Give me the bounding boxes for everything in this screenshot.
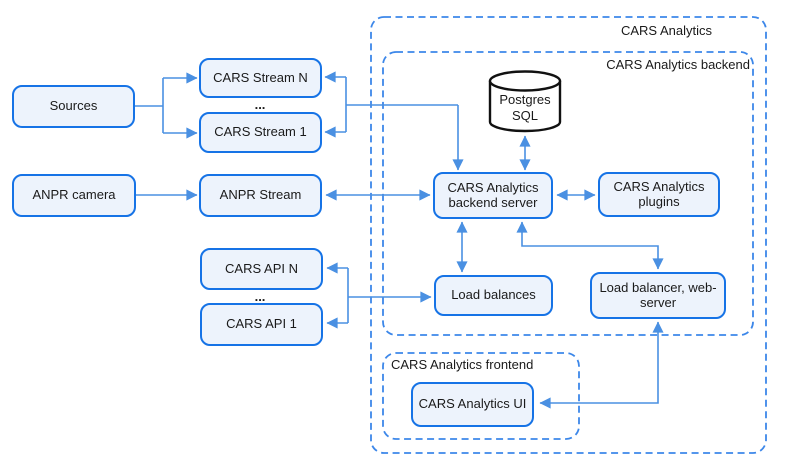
node-anpr-camera: ANPR camera — [12, 174, 136, 217]
node-cars-api-n: CARS API N — [200, 248, 323, 290]
label-cars-analytics: CARS Analytics — [620, 23, 712, 38]
node-cars-analytics-ui: CARS Analytics UI — [411, 382, 534, 427]
node-backend-server: CARS Analytics backend server — [433, 172, 553, 219]
edge-load-balancer-ui — [539, 321, 664, 409]
node-cars-api-1: CARS API 1 — [200, 303, 323, 346]
label-cars-analytics-backend: CARS Analytics backend — [606, 57, 750, 72]
node-sources: Sources — [12, 85, 135, 128]
node-cars-stream-1: CARS Stream 1 — [199, 112, 322, 153]
node-cars-stream-n: CARS Stream N — [199, 58, 322, 98]
node-anpr-stream: ANPR Stream — [199, 174, 322, 217]
node-postgres-label: Postgres SQL — [499, 92, 551, 123]
api-ellipsis: ... — [254, 289, 266, 304]
database-cylinder-icon — [488, 70, 562, 133]
stream-ellipsis: ... — [254, 97, 266, 112]
node-load-balances: Load balances — [434, 275, 553, 316]
node-plugins: CARS Analytics plugins — [598, 172, 720, 217]
container-cars-analytics — [370, 16, 767, 454]
node-load-balancer-web: Load balancer, web-server — [590, 272, 726, 319]
label-cars-analytics-frontend: CARS Analytics frontend — [391, 357, 534, 372]
edge-server-load-balancer-web — [516, 221, 664, 270]
